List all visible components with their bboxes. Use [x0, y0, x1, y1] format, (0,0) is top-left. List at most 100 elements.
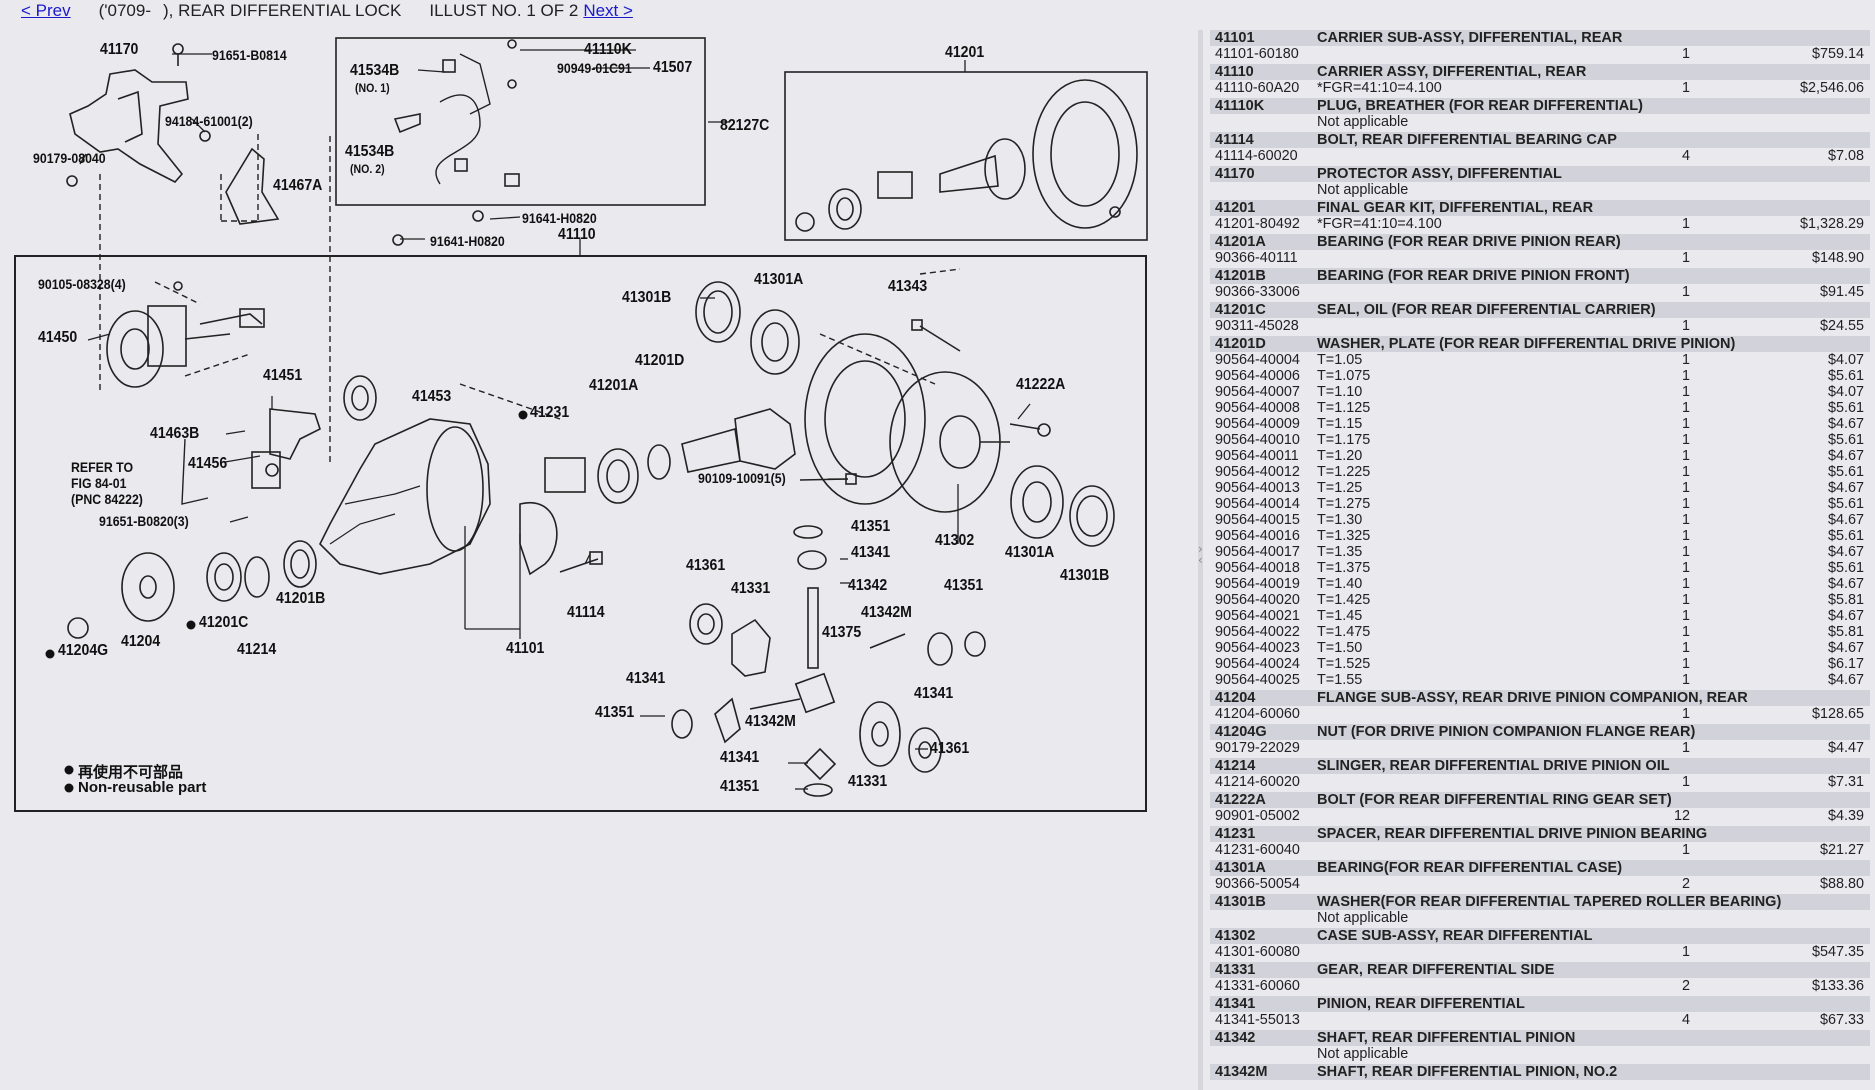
panel-splitter[interactable]: [1198, 30, 1203, 1090]
callout-41204g[interactable]: 41204G: [58, 642, 109, 659]
callout-41301a-right[interactable]: 41301A: [1005, 544, 1055, 561]
callout-94184-61001[interactable]: 94184-61001(2): [165, 113, 253, 129]
callout-91641-h0820-a[interactable]: 91641-H0820: [522, 210, 597, 226]
callout-91651-b0820[interactable]: 91651-B0820(3): [99, 513, 189, 529]
callout-41214[interactable]: 41214: [237, 641, 277, 658]
splitter-grip-icon[interactable]: ›‹: [1198, 542, 1203, 567]
callout-41114[interactable]: 41114: [567, 604, 605, 621]
callout-41451[interactable]: 41451: [263, 367, 303, 384]
callout-41351-c[interactable]: 41351: [595, 704, 635, 721]
callout-41170[interactable]: 41170: [100, 41, 139, 58]
callout-41467a[interactable]: 41467A: [273, 177, 323, 194]
callout-41301a-top[interactable]: 41301A: [754, 271, 804, 288]
callout-41456[interactable]: 41456: [188, 455, 228, 472]
callout-41342m[interactable]: 41342M: [861, 604, 912, 621]
callout-41301b-top[interactable]: 41301B: [622, 289, 672, 306]
next-link[interactable]: Next >: [583, 1, 633, 20]
part-number-row[interactable]: Not applicable: [1210, 114, 1870, 130]
callout-90179-08040[interactable]: 90179-08040: [33, 150, 106, 166]
callout-41342[interactable]: 41342: [848, 577, 888, 594]
part-number-row[interactable]: Not applicable: [1210, 910, 1870, 926]
part-number-row[interactable]: Not applicable: [1210, 1046, 1870, 1062]
callout-41201b-left[interactable]: 41201B: [276, 590, 326, 607]
callout-41343[interactable]: 41343: [888, 278, 928, 295]
callout-41302[interactable]: 41302: [935, 532, 975, 549]
callout-41201c[interactable]: 41201C: [199, 614, 249, 631]
callout-90109-10091[interactable]: 90109-10091(5): [698, 470, 786, 486]
callout-41450[interactable]: 41450: [38, 329, 78, 346]
callout-41331-b[interactable]: 41331: [848, 773, 888, 790]
callout-41463b[interactable]: 41463B: [150, 425, 200, 442]
callout-41231[interactable]: 41231: [530, 404, 570, 421]
callout-41351-b[interactable]: 41351: [944, 577, 984, 594]
callout-91651-b0814[interactable]: 91651-B0814: [212, 47, 287, 63]
callout-41341-b[interactable]: 41341: [626, 670, 666, 687]
callout-91641-h0820-b[interactable]: 91641-H0820: [430, 233, 505, 249]
callout-41331-a[interactable]: 41331: [731, 580, 771, 597]
callout-41361-a[interactable]: 41361: [686, 557, 726, 574]
part-number-row[interactable]: Not applicable: [1210, 182, 1870, 198]
callout-41201d[interactable]: 41201D: [635, 352, 685, 369]
callout-41110[interactable]: 41110: [558, 226, 596, 243]
prev-link[interactable]: < Prev: [21, 1, 71, 20]
callout-82127c[interactable]: 82127C: [720, 117, 770, 134]
callout-41341-a[interactable]: 41341: [851, 544, 891, 561]
callout-41101[interactable]: 41101: [506, 640, 545, 657]
callout-41534b-no1[interactable]: 41534B: [350, 62, 400, 79]
callout-41204[interactable]: 41204: [121, 633, 161, 650]
callout-41201[interactable]: 41201: [945, 44, 985, 61]
callout-41361-b[interactable]: 41361: [930, 740, 970, 757]
callout-90949-01c91[interactable]: 90949-01C91: [557, 60, 632, 76]
